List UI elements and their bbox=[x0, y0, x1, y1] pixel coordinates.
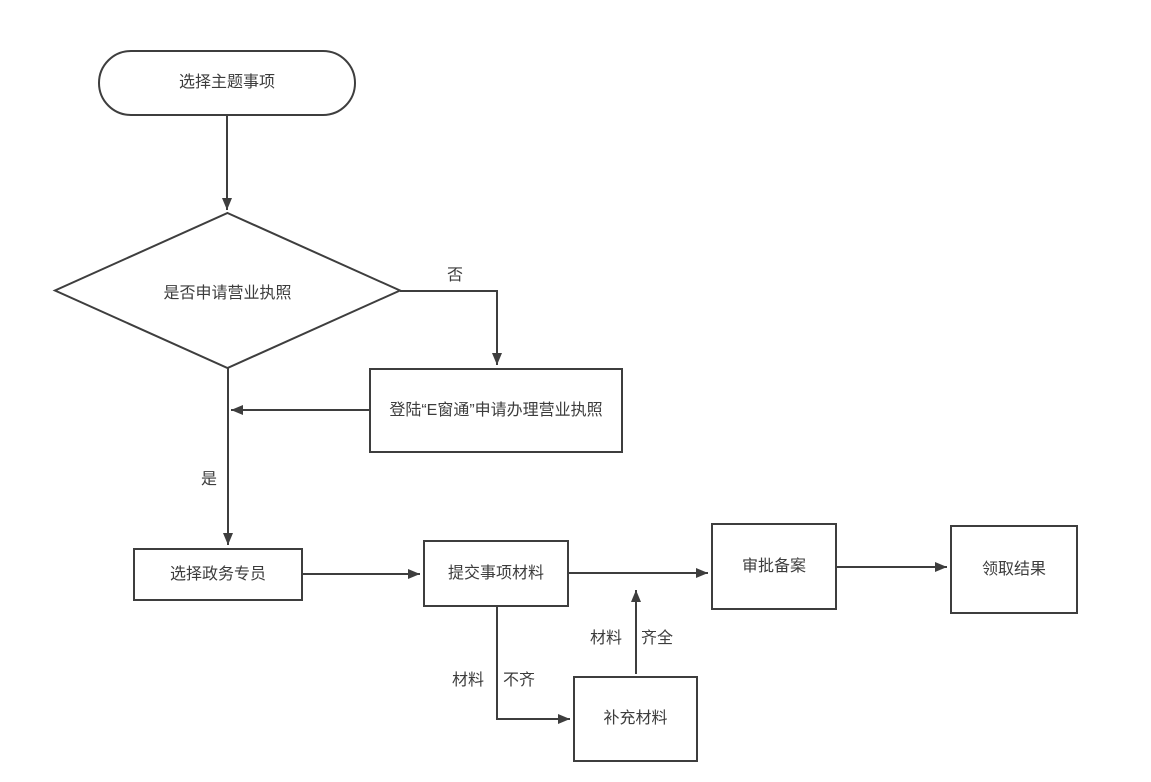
node-submit: 提交事项材料 bbox=[423, 540, 569, 607]
connector-submit-to-supplement bbox=[496, 607, 570, 724]
node-submit-label: 提交事项材料 bbox=[447, 564, 544, 582]
decision-diamond-shape bbox=[52, 211, 403, 370]
node-ewindow: 登陆“E窗通”申请办理营业执照 bbox=[369, 368, 623, 453]
edge-label-no: 否 bbox=[447, 267, 464, 284]
node-approval: 审批备案 bbox=[711, 523, 837, 610]
edge-label-incomplete: 不齐 bbox=[503, 672, 536, 689]
node-start: 选择主题事项 bbox=[98, 50, 356, 116]
node-supplement-label: 补充材料 bbox=[603, 710, 668, 728]
node-supplement: 补充材料 bbox=[573, 676, 698, 762]
edge-label-yes: 是 bbox=[201, 471, 218, 488]
node-start-label: 选择主题事项 bbox=[178, 74, 275, 92]
node-ewindow-label: 登陆“E窗通”申请办理营业执照 bbox=[389, 401, 603, 419]
edge-label-materials-complete-left: 材料 bbox=[590, 630, 623, 647]
node-result: 领取结果 bbox=[950, 525, 1078, 614]
edge-label-materials-incomplete-left: 材料 bbox=[452, 672, 485, 689]
node-specialist-label: 选择政务专员 bbox=[169, 565, 266, 583]
node-approval-label: 审批备案 bbox=[741, 557, 806, 575]
edge-label-complete: 齐全 bbox=[641, 630, 674, 647]
node-result-label: 领取结果 bbox=[981, 560, 1046, 578]
connector-decision-no-to-ewindow bbox=[400, 290, 502, 365]
node-specialist: 选择政务专员 bbox=[133, 548, 303, 601]
